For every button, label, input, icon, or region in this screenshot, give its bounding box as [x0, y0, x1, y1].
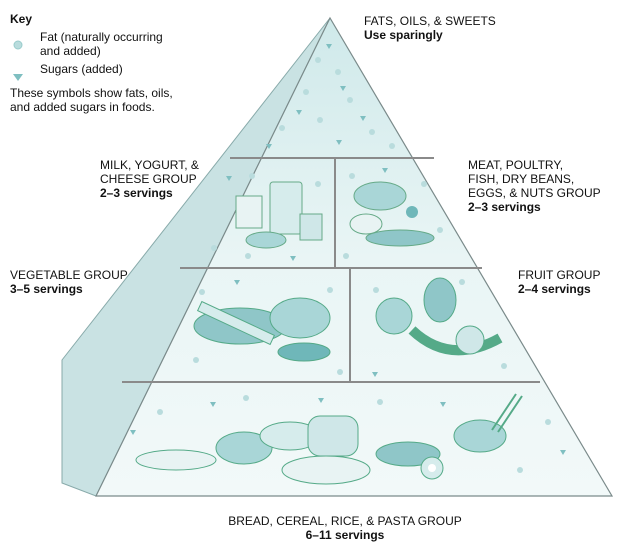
- bread-group-label: BREAD, CEREAL, RICE, & PASTA GROUP 6–11 …: [180, 514, 510, 542]
- bread-group-name: BREAD, CEREAL, RICE, & PASTA GROUP: [180, 514, 510, 528]
- milk-group-servings: 2–3 servings: [100, 186, 199, 200]
- key-fat-item: Fat (naturally occurring and added): [10, 30, 210, 58]
- meat-group-servings: 2–3 servings: [468, 200, 601, 214]
- key-note: These symbols show fats, oils, and added…: [10, 86, 210, 114]
- key-note-line1: These symbols show fats, oils,: [10, 86, 210, 100]
- key-fat-label-line1: Fat (naturally occurring: [40, 30, 210, 44]
- vegetable-group-label: VEGETABLE GROUP 3–5 servings: [10, 268, 128, 296]
- key-legend: Key Fat (naturally occurring and added) …: [10, 12, 210, 114]
- fruit-group-servings: 2–4 servings: [518, 282, 600, 296]
- milk-group-name-line1: MILK, YOGURT, &: [100, 158, 199, 172]
- fats-group-label: FATS, OILS, & SWEETS Use sparingly: [364, 14, 496, 42]
- meat-group-label: MEAT, POULTRY, FISH, DRY BEANS, EGGS, & …: [468, 158, 601, 214]
- fruit-group-label: FRUIT GROUP 2–4 servings: [518, 268, 600, 296]
- key-note-line2: and added sugars in foods.: [10, 100, 210, 114]
- fruit-group-name: FRUIT GROUP: [518, 268, 600, 282]
- vegetable-group-name: VEGETABLE GROUP: [10, 268, 128, 282]
- key-sugar-item: Sugars (added): [10, 62, 210, 76]
- milk-group-label: MILK, YOGURT, & CHEESE GROUP 2–3 serving…: [100, 158, 199, 200]
- key-sugar-label: Sugars (added): [40, 62, 210, 76]
- key-title: Key: [10, 12, 210, 26]
- meat-group-name-line1: MEAT, POULTRY,: [468, 158, 601, 172]
- fats-group-servings: Use sparingly: [364, 28, 496, 42]
- meat-group-name-line3: EGGS, & NUTS GROUP: [468, 186, 601, 200]
- fats-group-name: FATS, OILS, & SWEETS: [364, 14, 496, 28]
- milk-group-name-line2: CHEESE GROUP: [100, 172, 199, 186]
- meat-group-name-line2: FISH, DRY BEANS,: [468, 172, 601, 186]
- vegetable-group-servings: 3–5 servings: [10, 282, 128, 296]
- key-fat-label-line2: and added): [40, 44, 210, 58]
- bread-group-servings: 6–11 servings: [180, 528, 510, 542]
